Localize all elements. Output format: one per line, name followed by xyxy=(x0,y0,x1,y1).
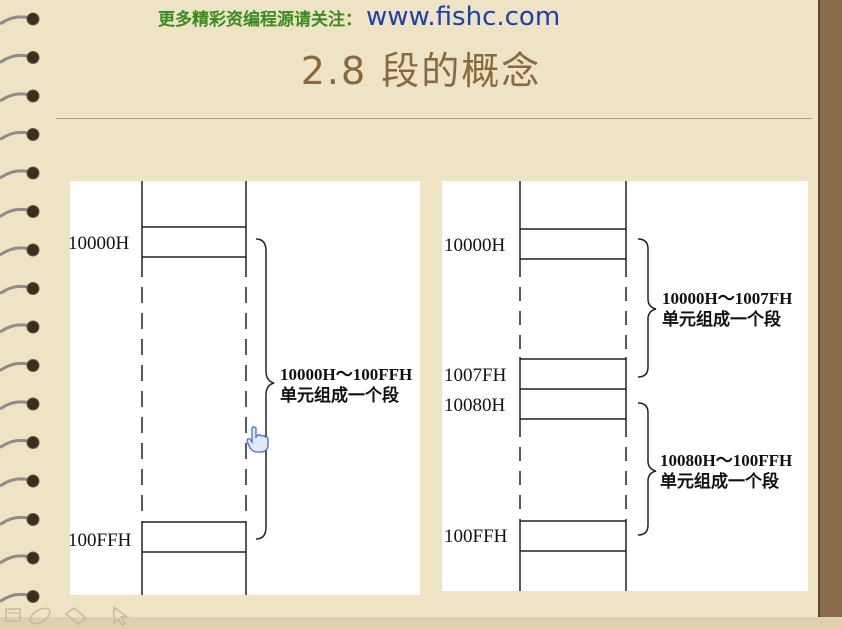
notebook-ring-icon xyxy=(0,474,40,488)
notebook-ring-icon xyxy=(0,205,40,218)
pen-icon[interactable] xyxy=(27,605,52,626)
seg1-end-label: 1007FH xyxy=(444,365,507,386)
memory-diagram-left: 10000H 100FFH 10000H～100FFH 单元组成一个段 xyxy=(68,181,420,595)
memory-column-right xyxy=(518,181,657,591)
notebook-ring-icon xyxy=(0,359,40,372)
slide-icon[interactable] xyxy=(5,608,21,622)
page-title: 2.8 段的概念 xyxy=(300,49,542,93)
segment-description: 单元组成一个段 xyxy=(280,386,399,405)
notebook-ring-icon xyxy=(0,12,40,26)
banner-text: 更多精彩资编程源请关注： xyxy=(158,10,362,30)
address-label-end: 100FFH xyxy=(68,530,132,551)
title-divider xyxy=(56,118,812,119)
notebook-ring-icon xyxy=(0,551,40,565)
segment1-note: 10000H～1007FH 单元组成一个段 xyxy=(662,288,792,330)
memory-diagram-right: 10000H 1007FH 10080H 100FFH 10000H～1007F… xyxy=(442,181,808,591)
seg2-start-label: 10080H xyxy=(444,395,506,416)
notebook-ring-icon xyxy=(0,243,40,257)
notebook-ring-icon xyxy=(0,397,40,411)
notebook-ring-icon xyxy=(0,282,40,295)
seg1-start-label: 10000H xyxy=(444,235,506,256)
notebook-ring-icon xyxy=(0,590,40,603)
memory-column-left xyxy=(140,181,275,595)
segment-note: 10000H～100FFH 单元组成一个段 xyxy=(280,364,412,406)
segment1-description: 单元组成一个段 xyxy=(662,310,781,329)
notebook-ring-icon xyxy=(0,51,40,64)
notebook-right-border xyxy=(818,0,842,629)
notebook-ring-icon xyxy=(0,513,40,526)
hand-cursor-icon xyxy=(246,426,269,453)
notebook-binding xyxy=(0,12,40,603)
seg2-end-label: 100FFH xyxy=(444,526,508,547)
arrow-icon[interactable] xyxy=(113,605,130,626)
banner-url[interactable]: www.fishc.com xyxy=(366,2,561,32)
slideshow-toolbar[interactable] xyxy=(4,604,134,626)
notebook-ring-icon xyxy=(0,320,40,334)
notebook-bottom-strip xyxy=(0,617,842,629)
banner: 更多精彩资编程源请关注：www.fishc.com xyxy=(158,2,678,32)
segment-range: 10000H～100FFH xyxy=(280,365,413,384)
notebook-ring-icon xyxy=(0,128,40,141)
segment2-note: 10080H～100FFH 单元组成一个段 xyxy=(660,450,792,492)
segment1-range: 10000H～1007FH xyxy=(662,289,793,308)
notebook-ring-icon xyxy=(0,89,40,103)
segment2-description: 单元组成一个段 xyxy=(660,472,779,491)
eraser-icon[interactable] xyxy=(64,607,88,625)
segment2-range: 10080H～100FFH xyxy=(660,451,793,470)
notebook-ring-icon xyxy=(0,436,40,449)
notebook-ring-icon xyxy=(0,166,40,180)
address-label-start: 10000H xyxy=(68,233,130,254)
